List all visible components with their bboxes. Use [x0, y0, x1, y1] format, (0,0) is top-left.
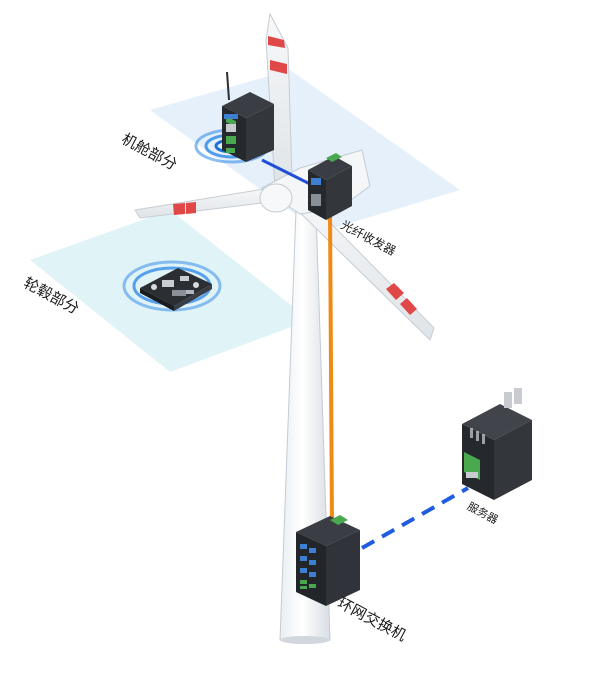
- 4g-gateway-icon: [222, 71, 274, 162]
- din-rail-server-icon: [462, 388, 532, 500]
- fiber-transceiver-icon: [308, 153, 352, 220]
- blade-right-stripe: [386, 283, 404, 300]
- blade-upper-stripe: [270, 60, 287, 74]
- fiber-link-transceiver-switch: [328, 209, 334, 529]
- blade-left: [134, 187, 271, 219]
- turbine-hub: [259, 183, 293, 213]
- blade-left-stripe: [173, 203, 185, 215]
- controller-board-icon: [140, 268, 212, 311]
- dashed-link-switch-server: [361, 486, 469, 550]
- industrial-switch-icon: [296, 515, 360, 606]
